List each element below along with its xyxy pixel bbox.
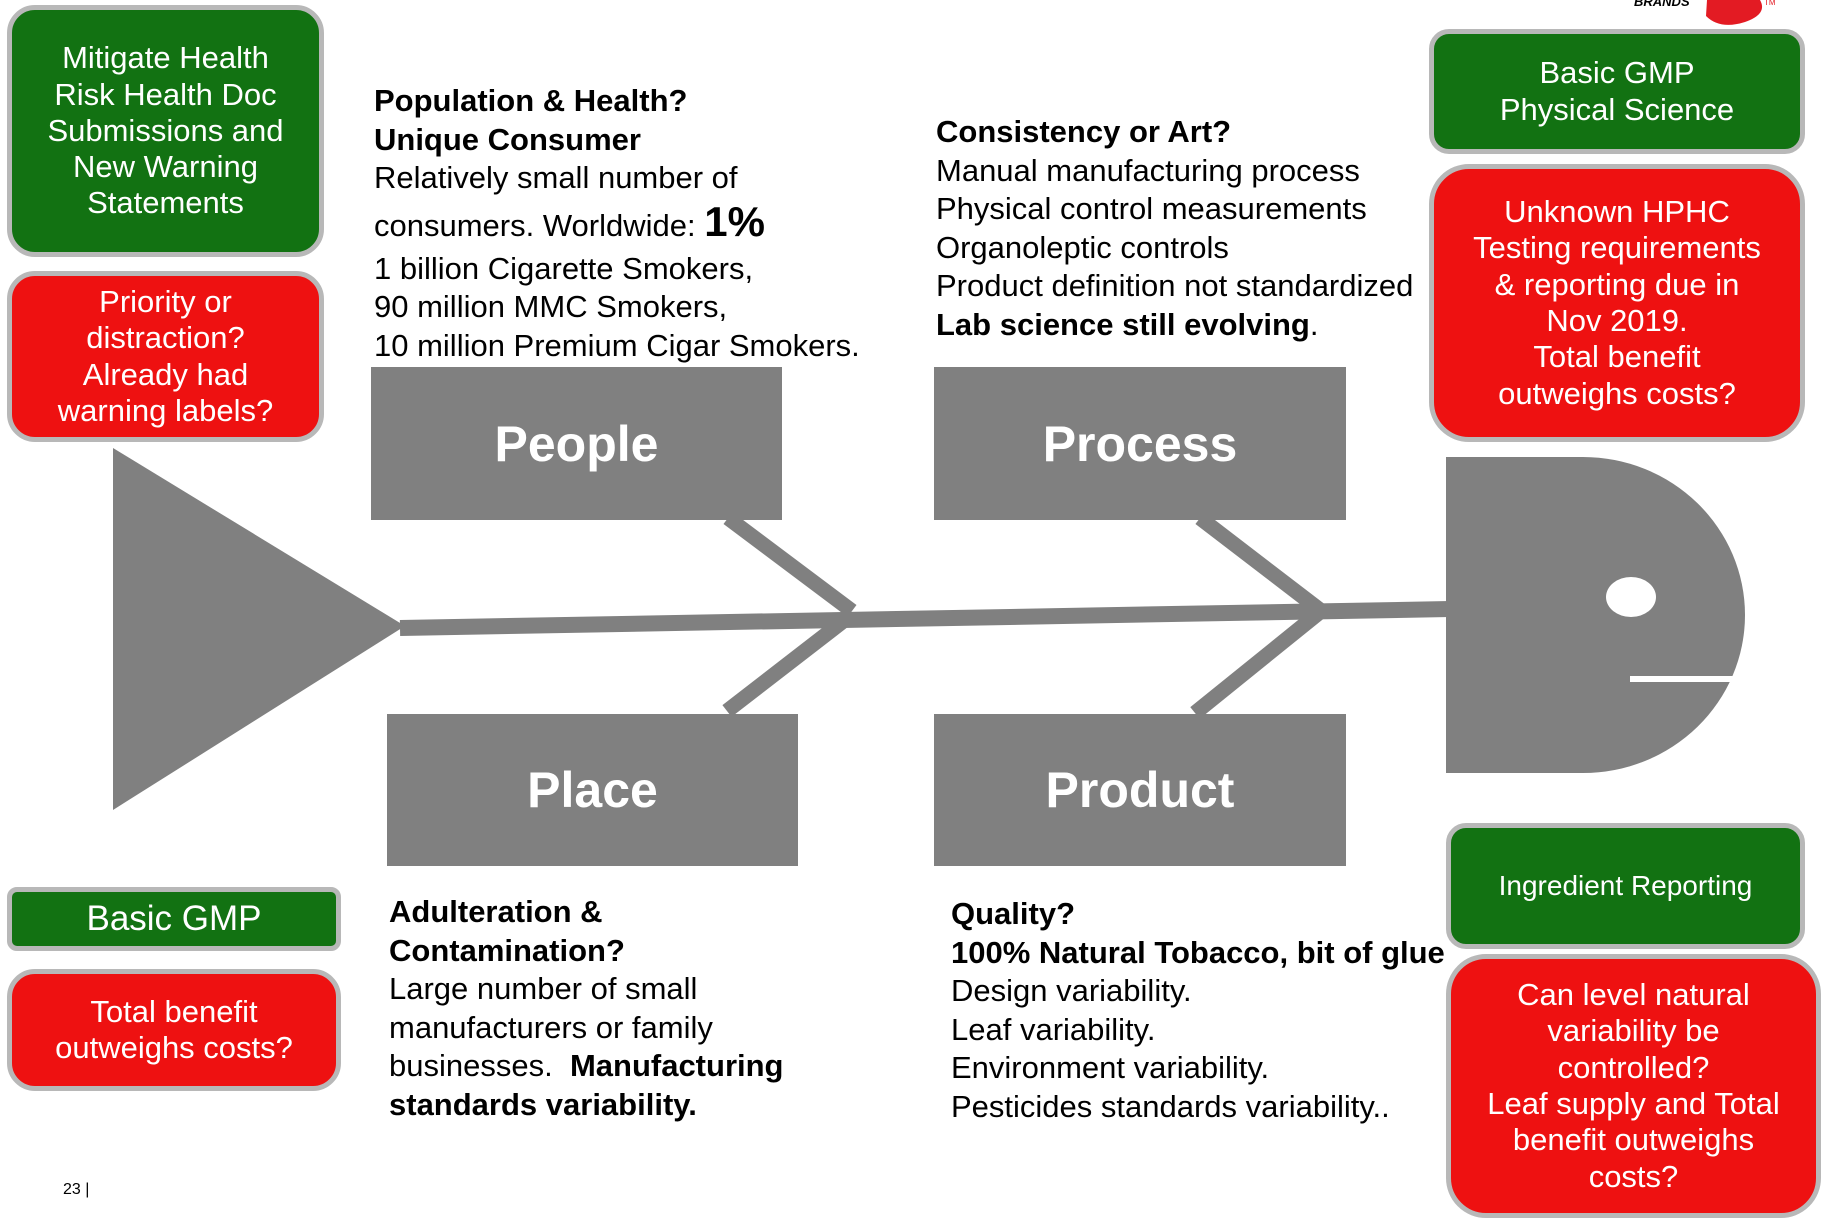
category-place: Place <box>387 714 798 866</box>
product-line-4: Pesticides standards variability.. <box>951 1088 1390 1124</box>
category-people: People <box>371 367 782 520</box>
logo-brands-text: BRANDS <box>1634 0 1690 9</box>
place-line-3-prefix: businesses. <box>389 1048 570 1083</box>
product-line-3: Environment variability. <box>951 1050 1270 1085</box>
brand-logo-mark <box>1706 0 1763 25</box>
callout-priority-distraction: Priority or distraction? Already had war… <box>7 271 324 442</box>
people-percent: 1% <box>704 197 765 245</box>
place-line-3-bold: Manufacturing <box>569 1048 784 1083</box>
note-product: Quality? 100% Natural Tobacco, bit of gl… <box>951 895 1445 1126</box>
category-process: Process <box>934 367 1346 520</box>
fish-head <box>1446 457 1745 773</box>
callout-ingredient-reporting: Ingredient Reporting <box>1446 823 1805 949</box>
logo-tm: TM <box>1764 0 1776 7</box>
place-line-2: manufacturers or family <box>389 1009 713 1045</box>
callout-natural-variability: Can level natural variability be control… <box>1446 954 1821 1218</box>
product-line-1: Design variability. <box>951 973 1192 1008</box>
place-line-4: standards variability. <box>389 1086 697 1122</box>
fish-tail <box>113 448 405 810</box>
callout-basic-gmp: Basic GMP <box>7 887 341 951</box>
callout-total-benefit-left: Total benefit outweighs costs? <box>7 969 341 1091</box>
people-line-2: consumers. Worldwide: 1% <box>374 198 860 250</box>
process-line-3: Organoleptic controls <box>936 229 1229 265</box>
process-line-4: Product definition not standardized <box>936 268 1414 303</box>
people-line-2-prefix: consumers. Worldwide: <box>374 207 705 243</box>
callout-basic-gmp-physical-science: Basic GMP Physical Science <box>1429 29 1805 154</box>
place-heading-1: Adulteration & <box>389 894 603 929</box>
product-line-2: Leaf variability. <box>951 1011 1156 1047</box>
note-place: Adulteration & Contamination? Large numb… <box>389 893 784 1124</box>
process-line-5: Lab science still evolving. <box>936 306 1413 345</box>
callout-unknown-hphc: Unknown HPHC Testing requirements & repo… <box>1429 164 1805 442</box>
process-bone <box>1195 512 1325 616</box>
people-heading-2: Unique Consumer <box>374 121 641 157</box>
note-process: Consistency or Art? Manual manufacturing… <box>936 113 1413 344</box>
place-heading-2: Contamination? <box>389 932 625 968</box>
product-bone <box>1190 606 1325 719</box>
process-line-5-tail: . <box>1309 306 1319 342</box>
people-line-4: 90 million MMC Smokers, <box>374 289 728 324</box>
place-bone <box>722 613 851 717</box>
process-heading: Consistency or Art? <box>936 114 1232 149</box>
people-line-3: 1 billion Cigarette Smokers, <box>374 250 754 286</box>
note-people: Population & Health? Unique Consumer Rel… <box>374 82 860 365</box>
callout-mitigate-health: Mitigate Health Risk Health Doc Submissi… <box>7 5 324 257</box>
product-heading-2: 100% Natural Tobacco, bit of glue <box>951 934 1445 970</box>
fish-spine <box>399 601 1451 636</box>
process-line-2: Physical control measurements <box>936 191 1367 226</box>
fish-eye <box>1606 577 1656 617</box>
people-bone <box>723 512 857 617</box>
people-line-1: Relatively small number of <box>374 160 738 195</box>
category-product: Product <box>934 714 1346 866</box>
place-line-3: businesses. Manufacturing <box>389 1047 784 1086</box>
place-line-1: Large number of small <box>389 971 698 1006</box>
people-line-5: 10 million Premium Cigar Smokers. <box>374 327 860 363</box>
people-heading-1: Population & Health? <box>374 83 688 118</box>
process-line-5-bold: Lab science still evolving <box>936 306 1310 342</box>
product-heading-1: Quality? <box>951 896 1076 931</box>
process-line-1: Manual manufacturing process <box>936 152 1360 188</box>
page-number: 23 | <box>63 1181 90 1198</box>
